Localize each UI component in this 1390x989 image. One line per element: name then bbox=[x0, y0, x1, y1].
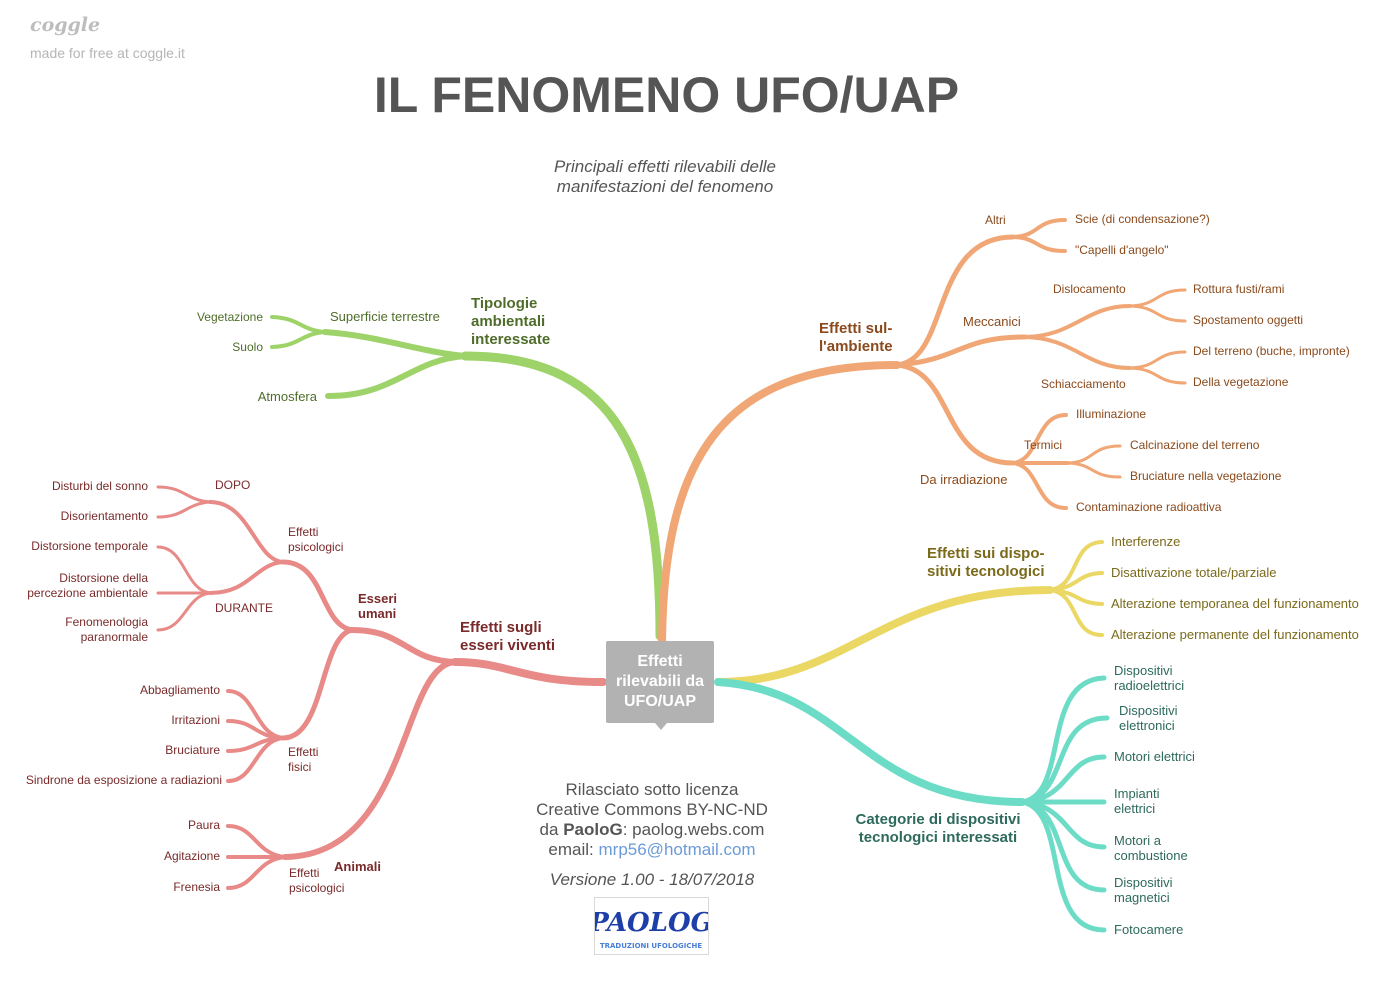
page-title: IL FENOMENO UFO/UAP bbox=[373, 67, 960, 123]
node-vegetazione[interactable]: Vegetazione bbox=[196, 310, 263, 324]
coggle-logo[interactable]: coggle bbox=[30, 14, 101, 36]
node-altri[interactable]: Altri bbox=[985, 213, 1006, 227]
node-schiacciamento[interactable]: Schiacciamento bbox=[1041, 377, 1126, 391]
email-link[interactable]: mrp56@hotmail.com bbox=[598, 840, 756, 859]
node-ambiente[interactable]: Effetti sul-l'ambiente bbox=[819, 320, 893, 355]
node-disturbi-sonno[interactable]: Disturbi del sonno bbox=[51, 479, 148, 493]
node-alterazione-temporanea[interactable]: Alterazione temporanea del funzionamento bbox=[1111, 596, 1359, 611]
node-sindrone[interactable]: Sindrone da esposizione a radiazioni bbox=[25, 773, 222, 787]
logo-name: PAOLOG bbox=[595, 908, 708, 938]
node-interferenze[interactable]: Interferenze bbox=[1111, 534, 1181, 549]
node-terreno[interactable]: Del terreno (buche, impronte) bbox=[1193, 344, 1350, 358]
node-fotocamere[interactable]: Fotocamere bbox=[1114, 922, 1184, 937]
node-distorsione-temporale[interactable]: Distorsione temporale bbox=[31, 539, 148, 553]
page-subtitle: Principali effetti rilevabili delle mani… bbox=[553, 157, 777, 196]
node-dispositivi[interactable]: Effetti sui dispo-sitivi tecnologici bbox=[927, 545, 1045, 580]
node-termici[interactable]: Termici bbox=[1024, 438, 1062, 452]
node-alterazione-permanente[interactable]: Alterazione permanente del funzionamento bbox=[1111, 627, 1359, 642]
node-atmosfera[interactable]: Atmosfera bbox=[257, 389, 317, 404]
node-bruciature[interactable]: Bruciature bbox=[165, 743, 220, 757]
node-abbagliamento[interactable]: Abbagliamento bbox=[139, 683, 220, 697]
paolog-logo-graphic: PAOLOG TRADUZIONI UFOLOGICHE bbox=[588, 908, 713, 950]
node-irradiazione[interactable]: Da irradiazione bbox=[920, 472, 1008, 487]
node-meccanici[interactable]: Meccanici bbox=[963, 314, 1021, 329]
author-name: PaoloG bbox=[563, 820, 623, 839]
license-block: Rilasciato sotto licenza Creative Common… bbox=[536, 780, 768, 859]
node-durante[interactable]: DURANTE bbox=[215, 601, 274, 615]
branch-tipologie bbox=[270, 315, 665, 641]
logo-tagline: TRADUZIONI UFOLOGICHE bbox=[600, 942, 703, 950]
node-dopo[interactable]: DOPO bbox=[215, 478, 251, 492]
node-contaminazione[interactable]: Contaminazione radioattiva bbox=[1076, 500, 1222, 514]
node-rottura[interactable]: Rottura fusti/rami bbox=[1193, 282, 1285, 296]
branch-viventi bbox=[156, 485, 607, 890]
node-suolo[interactable]: Suolo bbox=[232, 340, 263, 354]
node-della-vegetazione[interactable]: Della vegetazione bbox=[1193, 375, 1289, 389]
version-text: Versione 1.00 - 18/07/2018 bbox=[549, 870, 755, 889]
node-agitazione[interactable]: Agitazione bbox=[163, 849, 220, 863]
node-disorientamento[interactable]: Disorientamento bbox=[60, 509, 148, 523]
node-spostamento[interactable]: Spostamento oggetti bbox=[1193, 313, 1304, 327]
central-node[interactable]: Effetti rilevabili da UFO/UAP bbox=[606, 641, 714, 730]
node-frenesia[interactable]: Frenesia bbox=[173, 880, 220, 894]
branch-categorie bbox=[714, 675, 1110, 933]
node-calcinazione[interactable]: Calcinazione del terreno bbox=[1130, 438, 1260, 452]
node-capelli[interactable]: "Capelli d'angelo" bbox=[1075, 243, 1169, 257]
node-motori-elettrici[interactable]: Motori elettrici bbox=[1114, 749, 1195, 764]
node-paura[interactable]: Paura bbox=[187, 818, 220, 832]
branch-ambiente bbox=[658, 218, 1187, 654]
node-dislocamento[interactable]: Dislocamento bbox=[1053, 282, 1126, 296]
branch-dispositivi bbox=[714, 540, 1104, 686]
node-illuminazione[interactable]: Illuminazione bbox=[1076, 407, 1147, 421]
node-bruciature-vegetazione[interactable]: Bruciature nella vegetazione bbox=[1130, 469, 1282, 483]
node-superficie[interactable]: Superficie terrestre bbox=[330, 309, 440, 324]
node-animali[interactable]: Animali bbox=[334, 859, 381, 874]
node-scie[interactable]: Scie (di condensazione?) bbox=[1075, 212, 1210, 226]
node-disattivazione[interactable]: Disattivazione totale/parziale bbox=[1111, 565, 1277, 580]
node-irritazioni[interactable]: Irritazioni bbox=[171, 713, 220, 727]
coggle-tagline[interactable]: made for free at coggle.it bbox=[30, 45, 185, 61]
paolog-logo: PAOLOG TRADUZIONI UFOLOGICHE bbox=[588, 897, 713, 955]
